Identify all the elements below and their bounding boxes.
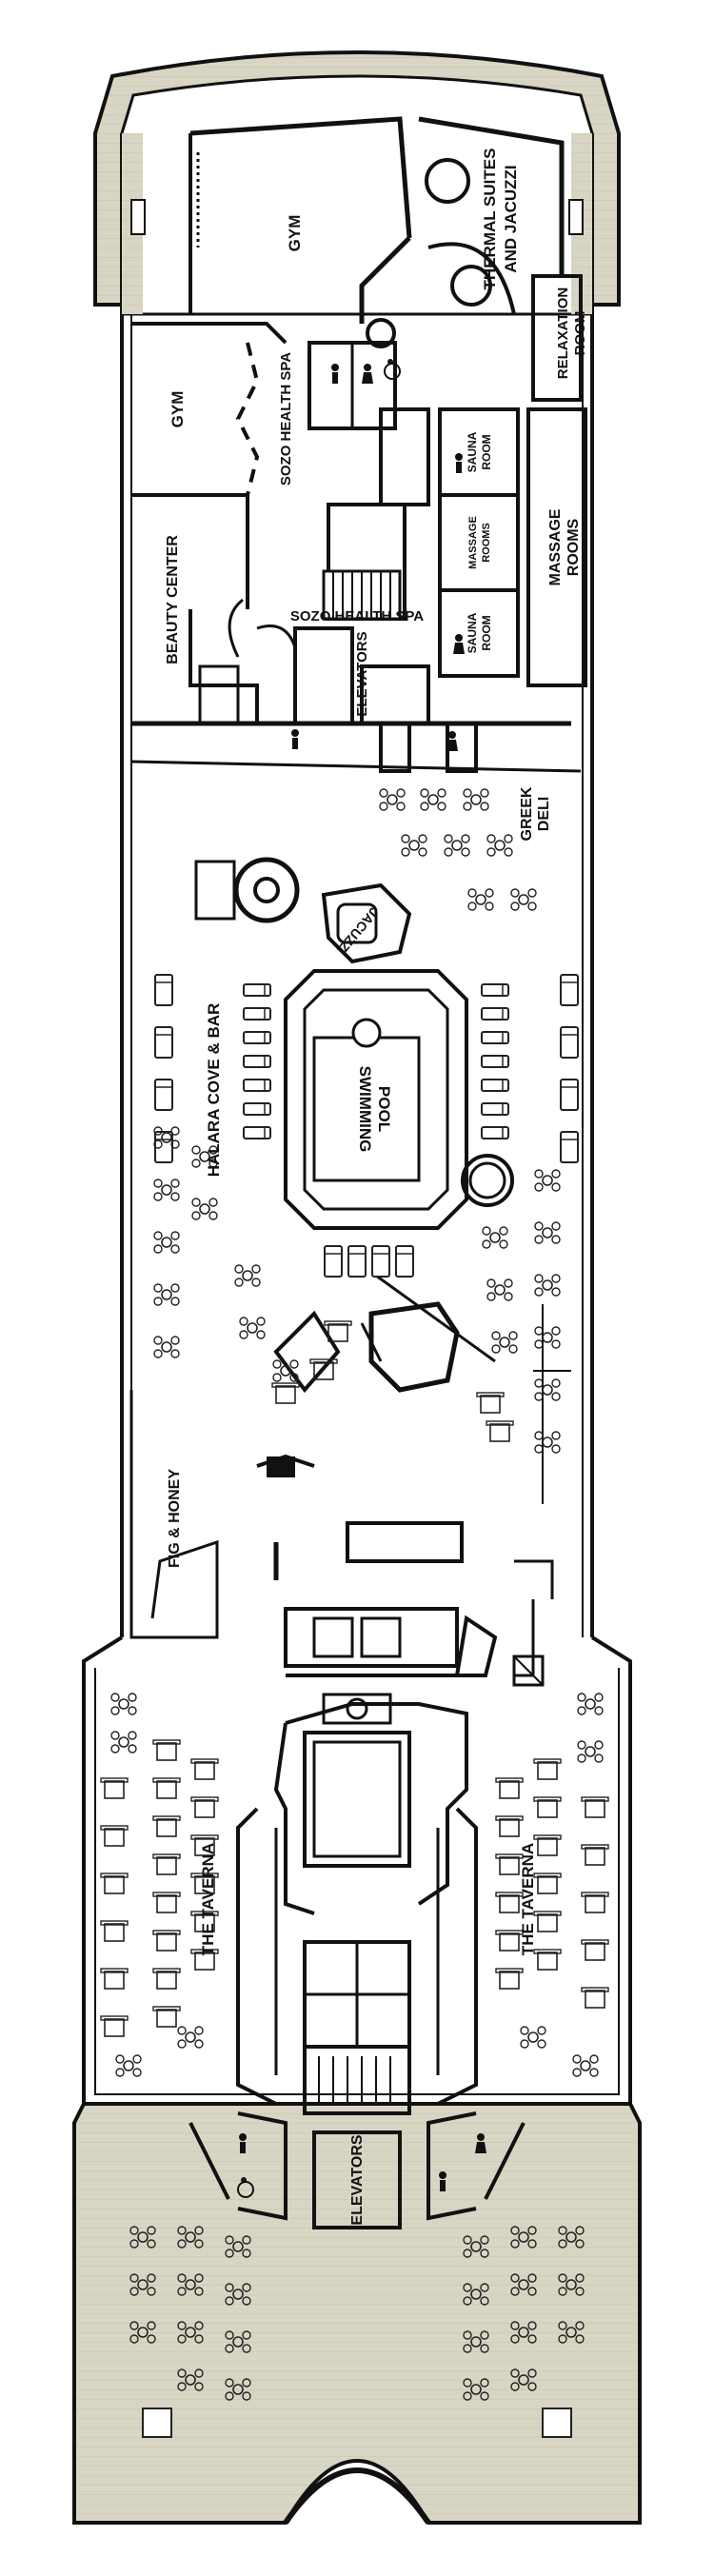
stairs-icon bbox=[322, 569, 402, 621]
restroom-icon bbox=[239, 2133, 486, 2191]
label-thermal-suites-line1: THERMAL SUITES bbox=[481, 149, 499, 290]
label-sozo-spa-upper: SOZO HEALTH SPA bbox=[278, 352, 294, 485]
label-massage-rooms-small-1: MASSAGE bbox=[467, 516, 479, 569]
label-the-taverna-left: THE TAVERNA bbox=[199, 1843, 217, 1955]
label-halara-cove-bar: HALARA COVE & BAR bbox=[205, 1003, 223, 1178]
label-sozo-spa-lower: SOZO HEALTH SPA bbox=[290, 608, 424, 624]
label-relaxation-room-line1: RELAXATION bbox=[555, 287, 571, 379]
label-jacuzzi: JACUZZI bbox=[334, 904, 382, 958]
label-the-taverna-right: THE TAVERNA bbox=[519, 1843, 537, 1955]
pool-deck bbox=[129, 857, 571, 1687]
deck-labels: GYM GYM THERMAL SUITES AND JACUZZI RELAX… bbox=[165, 149, 588, 2226]
label-swimming-pool-1: SWIMMING bbox=[356, 1066, 374, 1153]
accessible-icon bbox=[237, 2177, 254, 2198]
label-fig-honey: FIG & HONEY bbox=[167, 1469, 183, 1568]
label-sauna-room-lower-1: SAUNA bbox=[466, 612, 479, 653]
label-sauna-room-lower-2: ROOM bbox=[480, 615, 493, 650]
label-massage-rooms-2: ROOMS bbox=[565, 518, 582, 576]
label-sauna-room-upper-2: ROOM bbox=[480, 434, 493, 469]
label-greek-deli-2: DELI bbox=[536, 797, 552, 831]
label-massage-rooms-1: MASSAGE bbox=[547, 508, 564, 585]
accessible-icon bbox=[384, 359, 401, 380]
sunbeds-right bbox=[560, 974, 579, 1163]
label-greek-deli-1: GREEK bbox=[519, 786, 535, 841]
label-massage-rooms-small-2: ROOMS bbox=[481, 523, 492, 563]
label-swimming-pool-2: POOL bbox=[375, 1086, 393, 1132]
label-thermal-suites-line2: AND JACUZZI bbox=[502, 165, 520, 272]
taverna-structure bbox=[188, 1693, 526, 2229]
label-elevators-upper: ELEVATORS bbox=[354, 631, 370, 716]
label-elevators-lower: ELEVATORS bbox=[349, 2134, 366, 2225]
hull bbox=[72, 50, 642, 2525]
label-gym-left: GYM bbox=[169, 391, 187, 428]
label-sauna-room-upper-1: SAUNA bbox=[466, 431, 479, 472]
stern-tables bbox=[129, 2226, 585, 2438]
spa-walls bbox=[130, 116, 587, 773]
label-relaxation-room-line2: ROOM bbox=[572, 311, 588, 356]
restroom-icon bbox=[291, 364, 465, 751]
label-gym-upper: GYM bbox=[286, 215, 304, 252]
label-beauty-center: BEAUTY CENTER bbox=[165, 535, 181, 664]
